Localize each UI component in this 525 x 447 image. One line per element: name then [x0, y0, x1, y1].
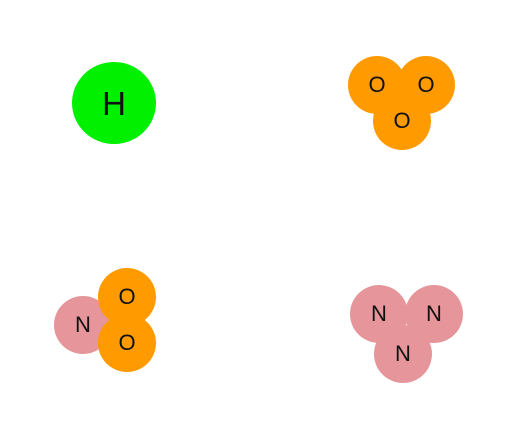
atom-label: O — [368, 72, 386, 97]
atom-label: N — [371, 301, 387, 326]
atom-label: N — [75, 312, 91, 337]
atom-label: N — [426, 301, 442, 326]
atom-label: O — [417, 72, 435, 97]
atom-label: O — [118, 284, 136, 309]
atom-n[interactable]: N — [350, 285, 408, 343]
atom-o[interactable]: O — [397, 56, 455, 114]
atom-o[interactable]: O — [348, 56, 406, 114]
atom-n[interactable]: N — [405, 285, 463, 343]
atom-label: H — [102, 84, 126, 122]
atom-o[interactable]: O — [98, 268, 156, 326]
atom-h[interactable]: H — [72, 62, 156, 144]
atom-label: N — [395, 341, 411, 366]
atom-label: O — [393, 108, 411, 133]
atom-label: O — [118, 330, 136, 355]
